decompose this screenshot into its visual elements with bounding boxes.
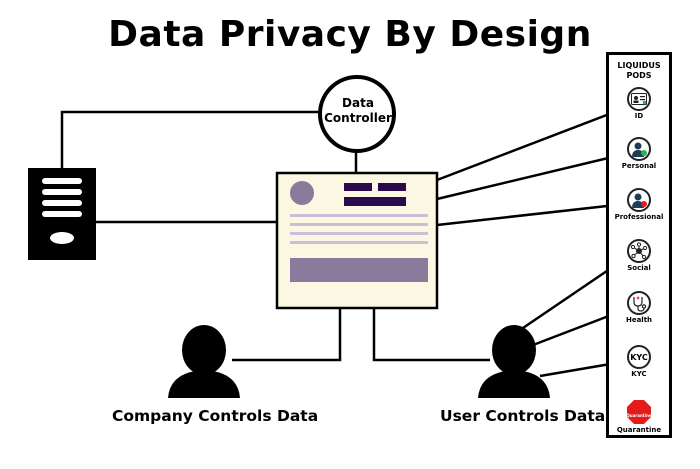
pod-health[interactable]: Health [609,291,669,324]
connector-document-to-id-pod [436,106,626,182]
record-bar [290,258,428,282]
connector-document-to-personal-pod [436,152,626,201]
pod-professional-label: Professional [614,213,664,221]
user-controls-caption: User Controls Data [440,407,606,425]
pod-social-label: Social [627,264,651,272]
id-card-icon [627,87,651,111]
pod-kyc[interactable]: KYC KYC [609,345,669,378]
server-icon [28,168,96,260]
record-header-block [378,183,406,191]
record-line [290,241,428,244]
person-badge-icon [627,188,651,212]
company-controls-caption: Company Controls Data [112,407,319,425]
connector-document-to-company [232,308,342,362]
data-record-document [275,171,439,310]
pod-kyc-label: KYC [631,370,647,378]
pod-personal[interactable]: Personal [609,137,669,170]
pods-title-line1: LIQUIDUS [617,61,661,70]
pod-health-label: Health [625,316,653,324]
company-person-icon [168,325,240,398]
record-line [290,214,428,217]
kyc-icon-text: KYC [630,352,648,362]
record-line [290,223,428,226]
record-header-block [344,183,372,191]
network-icon [627,239,651,263]
pod-id[interactable]: ID [609,87,669,120]
pod-social[interactable]: Social [609,239,669,272]
data-controller-label: Data Controller [318,96,398,126]
person-check-icon [627,137,651,161]
pods-panel-title: LIQUIDUS PODS [609,61,669,81]
data-controller-label-line2: Controller [324,111,392,125]
user-person-icon [478,325,550,398]
page-title: Data Privacy By Design [108,14,592,55]
record-header-block [344,197,406,206]
record-avatar [290,181,314,205]
pod-personal-label: Personal [621,162,657,170]
pods-title-line2: PODS [626,71,652,80]
quarantine-stop-icon: Quarantine [626,399,652,425]
record-line [290,232,428,235]
data-controller-node [318,75,396,153]
quarantine-icon-text: Quarantine [626,413,652,418]
kyc-icon: KYC [627,345,651,369]
pod-id-label: ID [634,112,644,120]
connector-server-to-controller [60,110,318,172]
pod-professional[interactable]: Professional [609,188,669,221]
pod-quarantine-label: Quarantine [616,426,662,434]
data-controller-label-line1: Data [342,96,374,110]
stethoscope-icon [627,291,651,315]
connector-document-to-professional-pod [436,202,626,227]
connector-document-to-user [372,308,490,362]
liquidus-pods-panel: LIQUIDUS PODS ID [606,52,672,438]
pod-quarantine[interactable]: Quarantine Quarantine [609,399,669,434]
